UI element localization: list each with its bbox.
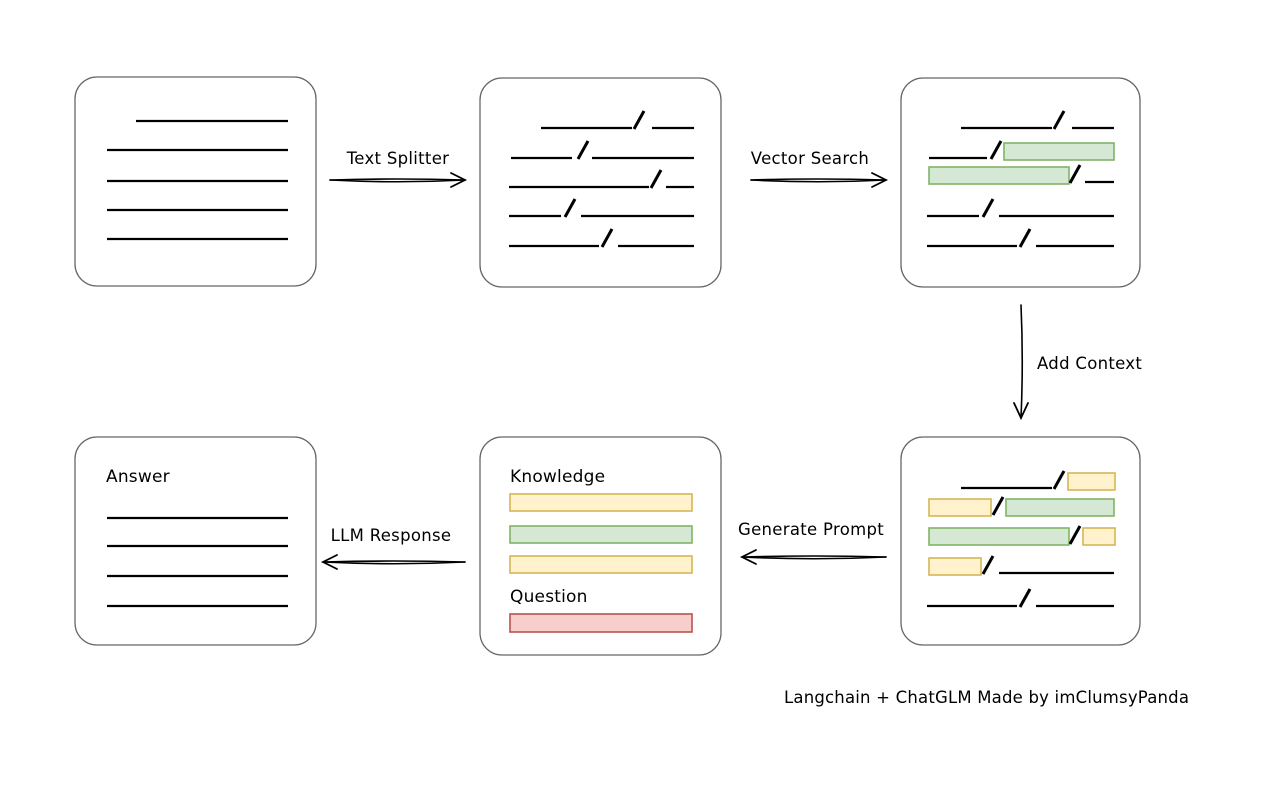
search-result-row-3-chip-green-0 [928, 166, 1070, 185]
arrow-vector-search-shaft [750, 179, 887, 183]
arrow-vector-search [750, 172, 889, 188]
arrow-add-context-head [1013, 402, 1029, 421]
context-row-3-chip-yellow-2 [1082, 527, 1116, 546]
credit-text: Langchain + ChatGLM Made by imClumsyPand… [784, 688, 1189, 707]
context-row-1-chip-yellow-2 [1067, 472, 1116, 491]
search-result-row-3-slash-1 [1068, 164, 1082, 184]
arrow-label-llm-response: LLM Response [331, 526, 452, 545]
box-split-chunks [479, 77, 722, 288]
context-row-3-slash-1 [1068, 525, 1082, 545]
knowledge-bar-1 [509, 493, 693, 512]
arrow-vector-search-head [871, 172, 889, 188]
box-contents-layer [107, 110, 1116, 633]
search-result-row-5-slash-1 [1018, 228, 1032, 248]
arrows-layer [320, 172, 1029, 570]
context-row-2-slash-1 [991, 496, 1005, 516]
prompt-heading-knowledge: Knowledge [510, 467, 605, 487]
box-answer [74, 436, 317, 646]
arrow-generate-prompt-head [739, 549, 757, 565]
knowledge-bar-3 [509, 555, 693, 574]
arrow-label-generate-prompt: Generate Prompt [738, 520, 884, 539]
arrow-add-context-shaft [1020, 304, 1024, 419]
arrow-llm-response-head [320, 554, 338, 570]
split-chunk-row-4-slash-1 [563, 198, 577, 218]
context-row-2-chip-green-2 [1005, 498, 1115, 517]
context-row-2-chip-yellow-0 [928, 498, 992, 517]
split-chunk-row-5-slash-1 [600, 228, 614, 248]
split-chunk-row-2-slash-1 [576, 140, 590, 160]
search-result-row-2-chip-green-2 [1003, 142, 1115, 161]
arrow-generate-prompt-shaft2 [741, 555, 887, 558]
arrow-vector-search-shaft2 [750, 178, 887, 181]
arrow-add-context [1013, 304, 1029, 421]
knowledge-bar-2 [509, 525, 693, 544]
search-result-row-1-slash-1 [1052, 110, 1066, 130]
split-chunk-row-3-slash-1 [649, 169, 663, 189]
split-chunk-row-1-slash-1 [632, 110, 646, 130]
arrow-generate-prompt [739, 549, 887, 565]
context-row-1-slash-1 [1052, 470, 1066, 490]
box-prompt [479, 436, 722, 656]
arrow-label-add-context: Add Context [1037, 354, 1142, 373]
arrow-llm-response-shaft [322, 561, 466, 565]
arrow-generate-prompt-shaft [741, 556, 887, 560]
answer-heading: Answer [106, 467, 170, 487]
arrow-llm-response [320, 554, 466, 570]
arrow-text-splitter [329, 172, 468, 188]
question-bar-1 [509, 613, 693, 633]
context-row-4-slash-1 [981, 555, 995, 575]
arrow-text-splitter-shaft [329, 179, 466, 183]
arrow-llm-response-shaft2 [322, 560, 466, 563]
arrow-label-vector-search: Vector Search [751, 149, 869, 168]
context-row-5-slash-1 [1018, 588, 1032, 608]
prompt-heading-question: Question [510, 587, 588, 607]
arrow-text-splitter-shaft2 [329, 178, 466, 181]
context-row-4-chip-yellow-0 [928, 557, 982, 576]
search-result-row-4-slash-1 [981, 198, 995, 218]
arrow-label-text-splitter: Text Splitter [346, 149, 450, 168]
search-result-row-2-slash-1 [989, 140, 1003, 160]
arrow-text-splitter-head [450, 172, 468, 188]
context-row-3-chip-green-0 [928, 527, 1070, 546]
